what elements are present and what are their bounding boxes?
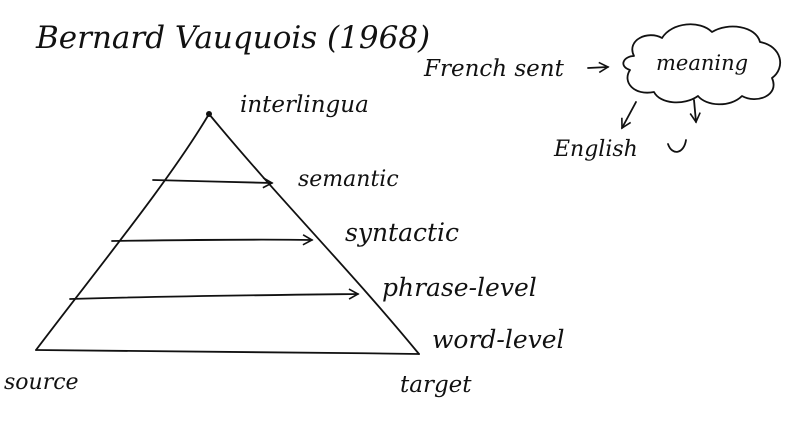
cloud-down-arrow [689, 99, 701, 124]
transfer-arrow-semantic [152, 177, 274, 189]
target-label: target [400, 372, 472, 398]
meaning-cloud [622, 23, 782, 106]
cloud-label: meaning [656, 51, 748, 75]
pyramid-base [35, 349, 420, 355]
cloud-to-english-arrow [621, 101, 637, 130]
input-label: French sent [423, 56, 565, 82]
level-label-word-level: word-level [432, 325, 565, 354]
transfer-arrow-syntactic [111, 234, 314, 246]
output-label: English [553, 137, 638, 162]
level-label-semantic: semantic [298, 167, 399, 192]
level-label-phrase-level: phrase-level [382, 273, 537, 302]
vauquois-pyramid [35, 111, 420, 355]
side-sketch: French sent meaning English [423, 23, 782, 162]
transfer-arrow-phrase-level [69, 288, 360, 300]
pyramid-left-edge [35, 113, 210, 351]
source-label: source [4, 370, 79, 395]
pyramid-right-edge [208, 113, 420, 355]
input-arrow [587, 61, 610, 74]
level-label-syntactic: syntactic [345, 218, 459, 247]
apex-label: interlingua [240, 92, 369, 118]
pyramid-apex-dot [206, 111, 212, 117]
title: Bernard Vauquois (1968) [35, 20, 430, 56]
unfinished-stroke [667, 139, 687, 153]
